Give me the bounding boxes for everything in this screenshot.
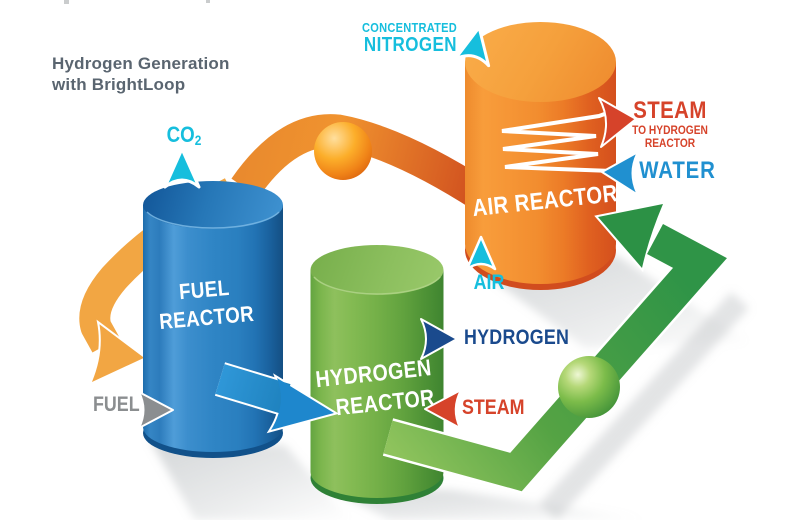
co2-up-arrow-icon	[163, 147, 201, 189]
nitrogen-line1: CONCENTRATED	[362, 20, 457, 35]
hydrogen-out-label: HYDROGEN	[464, 326, 570, 349]
air-up-arrow-icon	[465, 235, 497, 271]
green-pipe-shadow	[539, 291, 749, 520]
fuel-in-arrow-icon	[138, 391, 174, 429]
steam-out-arrow-icon	[598, 97, 637, 148]
title-line2: with BrightLoop	[52, 75, 186, 94]
steam-out-note2: REACTOR	[644, 136, 696, 150]
hydrogen-out-arrow-icon	[420, 318, 458, 360]
particle-return-arrowhead-icon	[88, 319, 148, 387]
title-line1: Hydrogen Generation	[52, 54, 230, 73]
steam-out-label: STEAM TO HYDROGEN REACTOR	[624, 98, 716, 150]
fuel-to-hydrogen-pipe	[214, 362, 339, 434]
diagram-title: Hydrogen Generation with BrightLoop	[52, 53, 230, 95]
crop-artifact	[64, 0, 69, 4]
steam-out-note1: TO HYDROGEN	[632, 123, 708, 137]
fuel-reactor-shadow	[150, 440, 350, 520]
air-reactor-top	[465, 22, 616, 102]
water-in-arrow-icon	[601, 151, 639, 196]
co2-formula: CO	[166, 122, 195, 147]
fuel-reactor-label: FUEL REACTOR	[154, 272, 258, 336]
steam-out-text: STEAM	[633, 97, 707, 124]
nitrogen-line2: NITROGEN	[363, 34, 457, 56]
green-particle-ball	[558, 356, 620, 418]
blue-pipe-shaft	[215, 364, 291, 414]
steam-coil-icon	[501, 110, 614, 173]
hydrogen-reactor-label: HYDROGEN REACTOR	[313, 352, 436, 424]
co2-subscript: 2	[194, 132, 202, 148]
hydrogen-reactor-top	[310, 245, 444, 295]
water-label: WATER	[639, 157, 716, 184]
blue-arrowhead-icon	[271, 378, 334, 430]
fuel-reactor-top-rim	[146, 211, 280, 229]
crop-artifact	[206, 0, 210, 3]
co2-label: CO2	[161, 122, 207, 148]
fuel-in-label: FUEL	[93, 393, 140, 416]
air-label: AIR	[473, 271, 505, 294]
hydrogen-reactor-top-rim	[313, 276, 441, 295]
steam-in-label: STEAM	[462, 396, 525, 419]
orange-particle-ball	[314, 122, 372, 180]
fuel-reactor-top	[143, 181, 283, 229]
concentrated-nitrogen-label: CONCENTRATED NITROGEN	[330, 20, 458, 56]
green-arrowhead-icon	[598, 204, 663, 268]
steam-in-arrow-icon	[424, 389, 462, 429]
nitrogen-up-arrow-icon	[453, 25, 491, 68]
